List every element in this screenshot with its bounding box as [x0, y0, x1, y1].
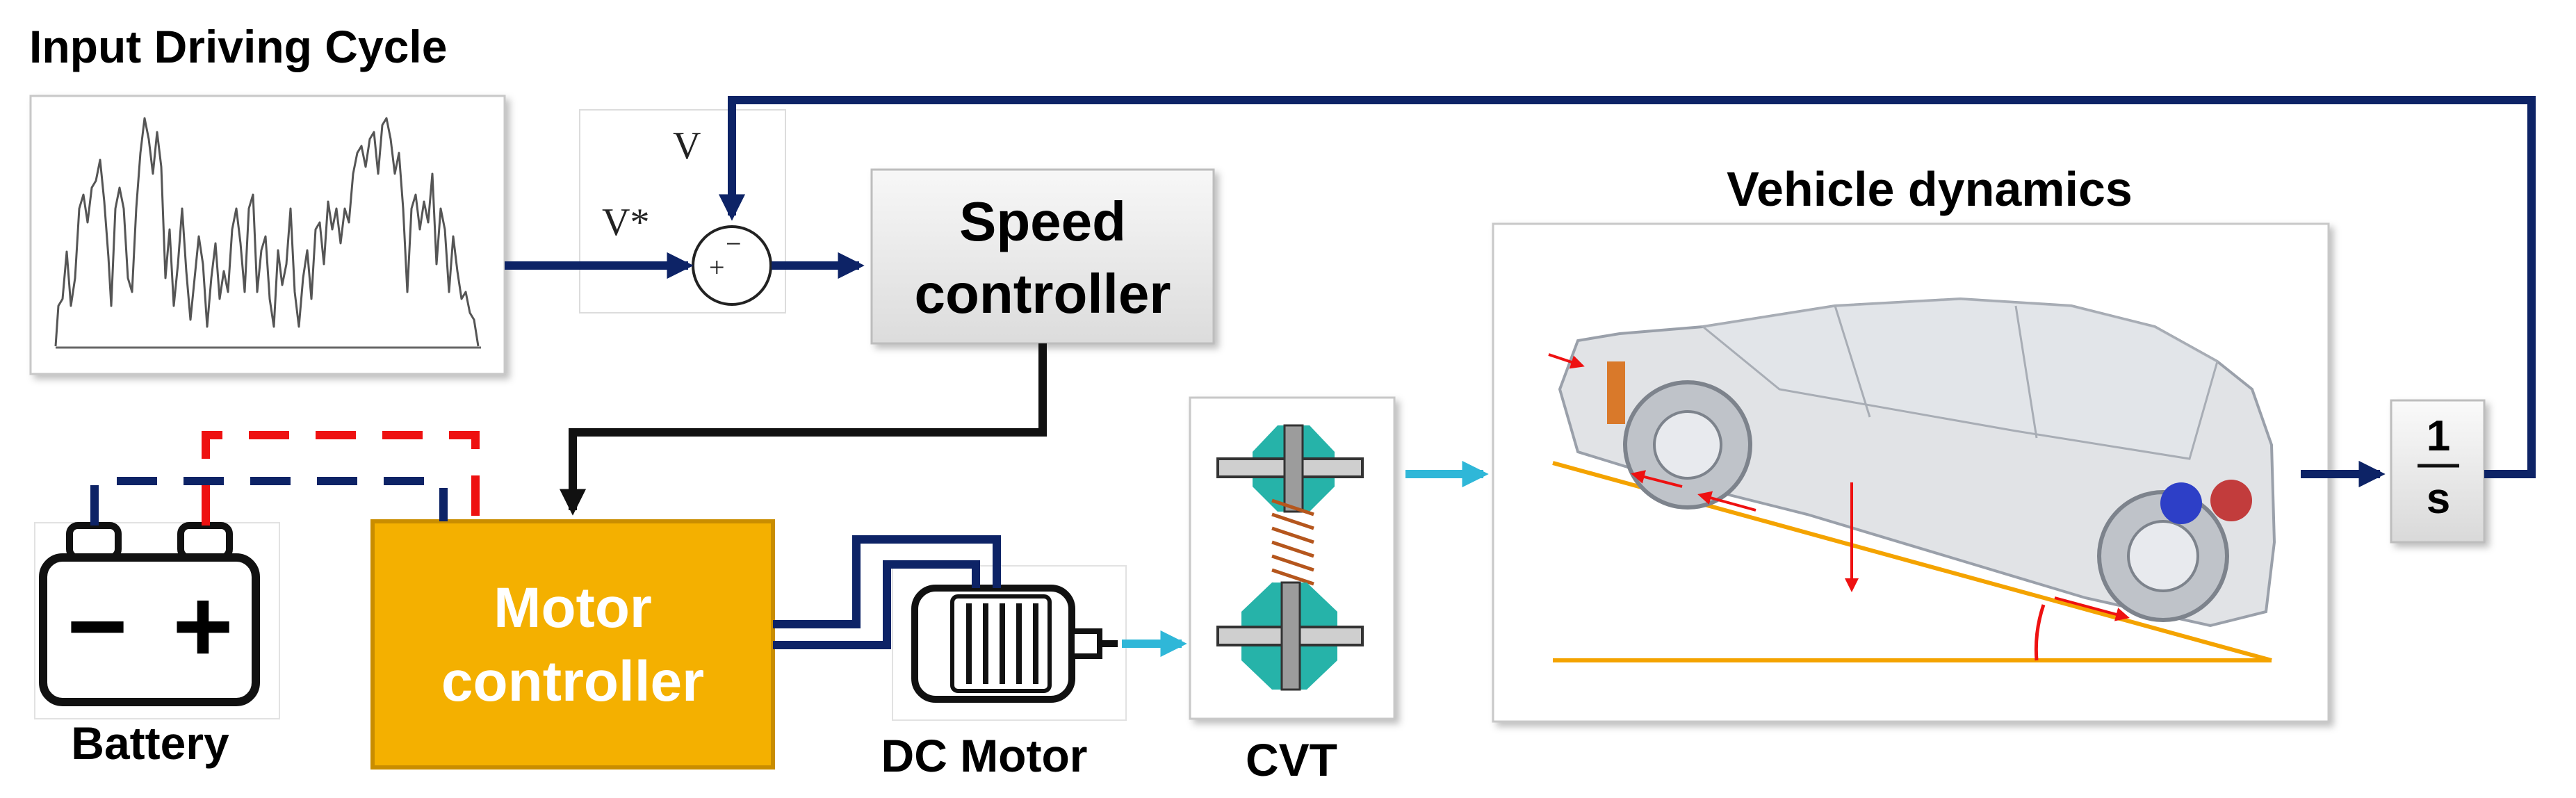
car-on-incline-icon: [1548, 297, 2276, 662]
dc-motor-block: [892, 565, 1127, 721]
v-ref-label: V*: [602, 201, 649, 244]
cvt-label: CVT: [1246, 734, 1337, 785]
battery-minus-sign: −: [67, 567, 128, 684]
integrator-denominator: s: [2427, 475, 2450, 523]
vehicle-dynamics-label: Vehicle dynamics: [1727, 162, 2133, 216]
sum-plus-sign: +: [709, 252, 725, 283]
input-driving-cycle-label: Input Driving Cycle: [29, 21, 447, 72]
summing-junction-icon: + −: [692, 225, 772, 306]
battery-label: Battery: [71, 717, 229, 769]
integrator-block: 1 s: [2390, 399, 2486, 544]
drive-cycle-plot-icon: [54, 117, 481, 349]
battery-plus-sign: +: [172, 567, 234, 684]
dc-motor-label: DC Motor: [881, 730, 1088, 781]
summing-junction-block: V V* + −: [579, 109, 786, 314]
motor-controller-line2: controller: [441, 650, 704, 713]
connector-battery-negative: [90, 477, 448, 526]
vehicle-dynamics-block: [1492, 222, 2330, 723]
sum-minus-sign: −: [726, 228, 742, 259]
integrator-icon: 1 s: [2418, 412, 2459, 523]
motor-controller-block: Motor controller: [370, 519, 775, 770]
connector-motor-controller-to-motor-b: [773, 560, 980, 649]
speed-controller-line1: Speed: [959, 190, 1126, 252]
input-driving-cycle-block: [29, 95, 506, 375]
battery-icon: − +: [39, 522, 260, 706]
cvt-pulley-icon: [1216, 424, 1364, 691]
dc-motor-icon: [911, 585, 1118, 703]
connector-feedback-velocity: [718, 96, 2536, 478]
speed-controller-block: Speed controller: [870, 168, 1215, 345]
v-feedback-label: V: [673, 124, 701, 168]
cvt-block: [1189, 396, 1396, 720]
integrator-numerator: 1: [2427, 412, 2450, 460]
battery-block: − +: [34, 522, 280, 719]
connector-battery-positive: [202, 431, 480, 526]
speed-controller-line2: controller: [915, 263, 1171, 325]
connector-speed-to-motor-controller: [559, 343, 1047, 516]
motor-controller-line1: Motor: [494, 576, 652, 640]
connector-motor-controller-to-motor-a: [773, 535, 1001, 628]
